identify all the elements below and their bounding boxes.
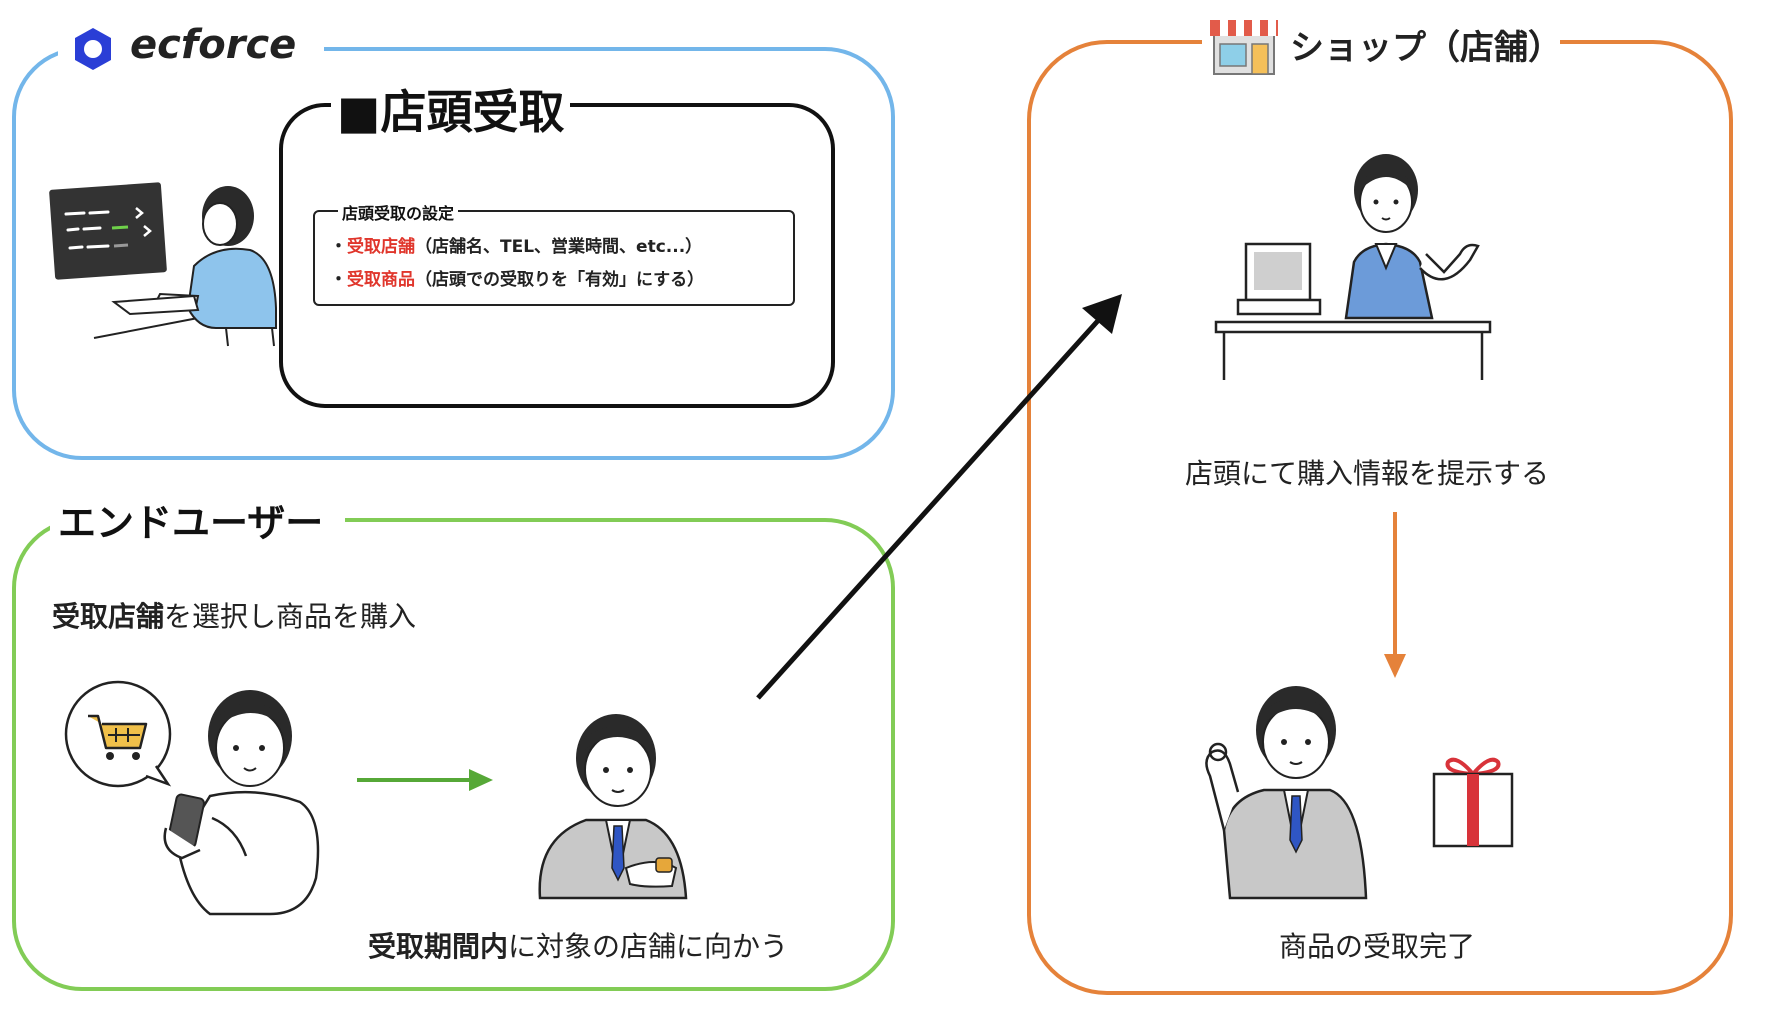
shopping-cart-icon — [88, 714, 148, 760]
shop-step2: 商品の受取完了 — [1279, 930, 1476, 963]
end-user-panel — [12, 518, 895, 991]
settings-item-product: ・受取商品（店頭での受取りを「有効」にする） — [330, 270, 705, 290]
shop-title: ショップ（店舗） — [1290, 28, 1562, 68]
shop-step1: 店頭にて購入情報を提示する — [1185, 457, 1550, 490]
gift-box-icon — [1432, 757, 1514, 848]
businessman-watch-illustration — [538, 714, 688, 900]
ecforce-logo-icon — [75, 28, 111, 70]
settings-item-shop: ・受取店舗（店舗名、TEL、営業時間、etc...） — [330, 237, 703, 257]
orange-arrow-icon — [1384, 512, 1406, 678]
end-user-title: エンドユーザー — [50, 492, 346, 547]
end-user-step1: 受取店舗を選択し商品を購入 — [52, 600, 417, 633]
smartphone-user-illustration — [64, 680, 320, 916]
end-user-step2: 受取期間内に対象の店舗に向かう — [368, 930, 789, 963]
settings-box — [313, 210, 795, 306]
businessman-ok-illustration — [1205, 686, 1368, 900]
ecforce-logo-area: ecforce — [58, 18, 324, 78]
shop-clerk-illustration — [1214, 154, 1492, 380]
programmer-illustration — [49, 182, 277, 347]
ecforce-panel — [12, 47, 895, 460]
settings-title: 店頭受取の設定 — [338, 200, 459, 224]
ecforce-brand: ecforce — [130, 22, 297, 68]
shop-storefront-icon — [1210, 20, 1278, 75]
pickup-title: ■店頭受取 — [331, 76, 571, 142]
green-arrow-icon — [357, 769, 493, 791]
flow-arrow-icon — [756, 294, 1122, 700]
